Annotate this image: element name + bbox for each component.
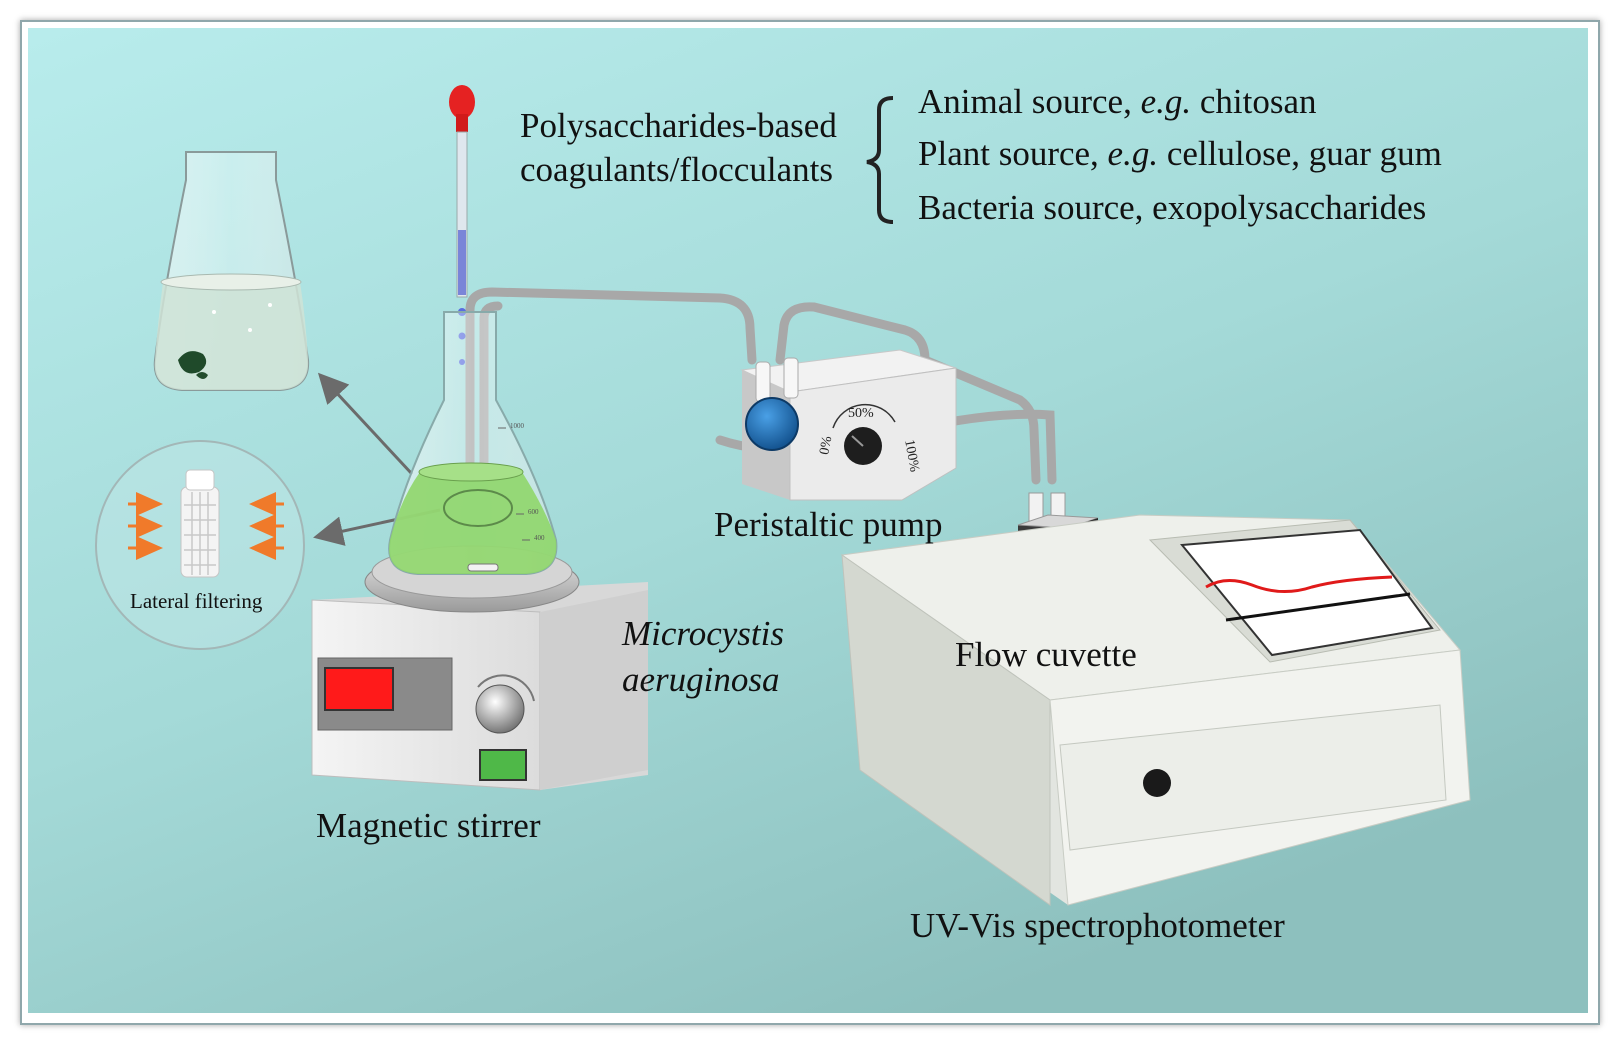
plant-source-text: Plant source, [918,134,1108,173]
label-coagulant-1: Polysaccharides-based [520,106,837,145]
pump-rotor [745,397,799,451]
peristaltic-pump: 50% 0% 100% [740,349,957,501]
spectrum-red [1205,575,1393,593]
flask-mark-1000: 1000 [510,422,525,430]
flask-mark-400: 400 [534,534,545,542]
label-organism-1: Microcystis [622,614,784,653]
stirrer-display [324,667,394,711]
animal-source-text: Animal source, [918,82,1141,121]
label-animal-source: Animal source, e.g. chitosan [918,82,1317,121]
label-flow-cuvette: Flow cuvette [955,635,1137,674]
plant-source-eg: e.g. [1107,134,1159,173]
pump-dial-100: 100% [901,438,922,473]
source-bracket [866,96,894,224]
pump-dial-0: 0% [817,435,835,456]
flask-flocculated [153,151,310,391]
spectrum-black [1225,592,1411,622]
pump-dial-50: 50% [848,406,874,421]
flask-mark-600: 600 [528,508,539,516]
flask-algae: 1000 600 400 [388,311,558,575]
label-peristaltic-pump: Peristaltic pump [714,505,943,544]
label-bacteria-source: Bacteria source, exopolysaccharides [918,188,1427,227]
figure-frame [20,20,1600,1025]
label-spectrophotometer: UV-Vis spectrophotometer [910,906,1285,945]
animal-source-example: chitosan [1191,82,1317,121]
spectro-button [1143,769,1171,797]
plant-source-example: cellulose, guar gum [1158,134,1442,173]
stirrer-button [479,749,527,781]
label-lateral-filtering: Lateral filtering [130,589,263,613]
label-organism-2: aeruginosa [622,660,780,699]
stirrer-knob [475,684,525,734]
label-plant-source: Plant source, e.g. cellulose, guar gum [918,134,1442,173]
spectrophotometer [840,514,1471,906]
label-magnetic-stirrer: Magnetic stirrer [316,806,541,845]
label-coagulant-2: coagulants/flocculants [520,150,833,189]
lateral-filter-inset [95,440,305,650]
animal-source-eg: e.g. [1140,82,1192,121]
